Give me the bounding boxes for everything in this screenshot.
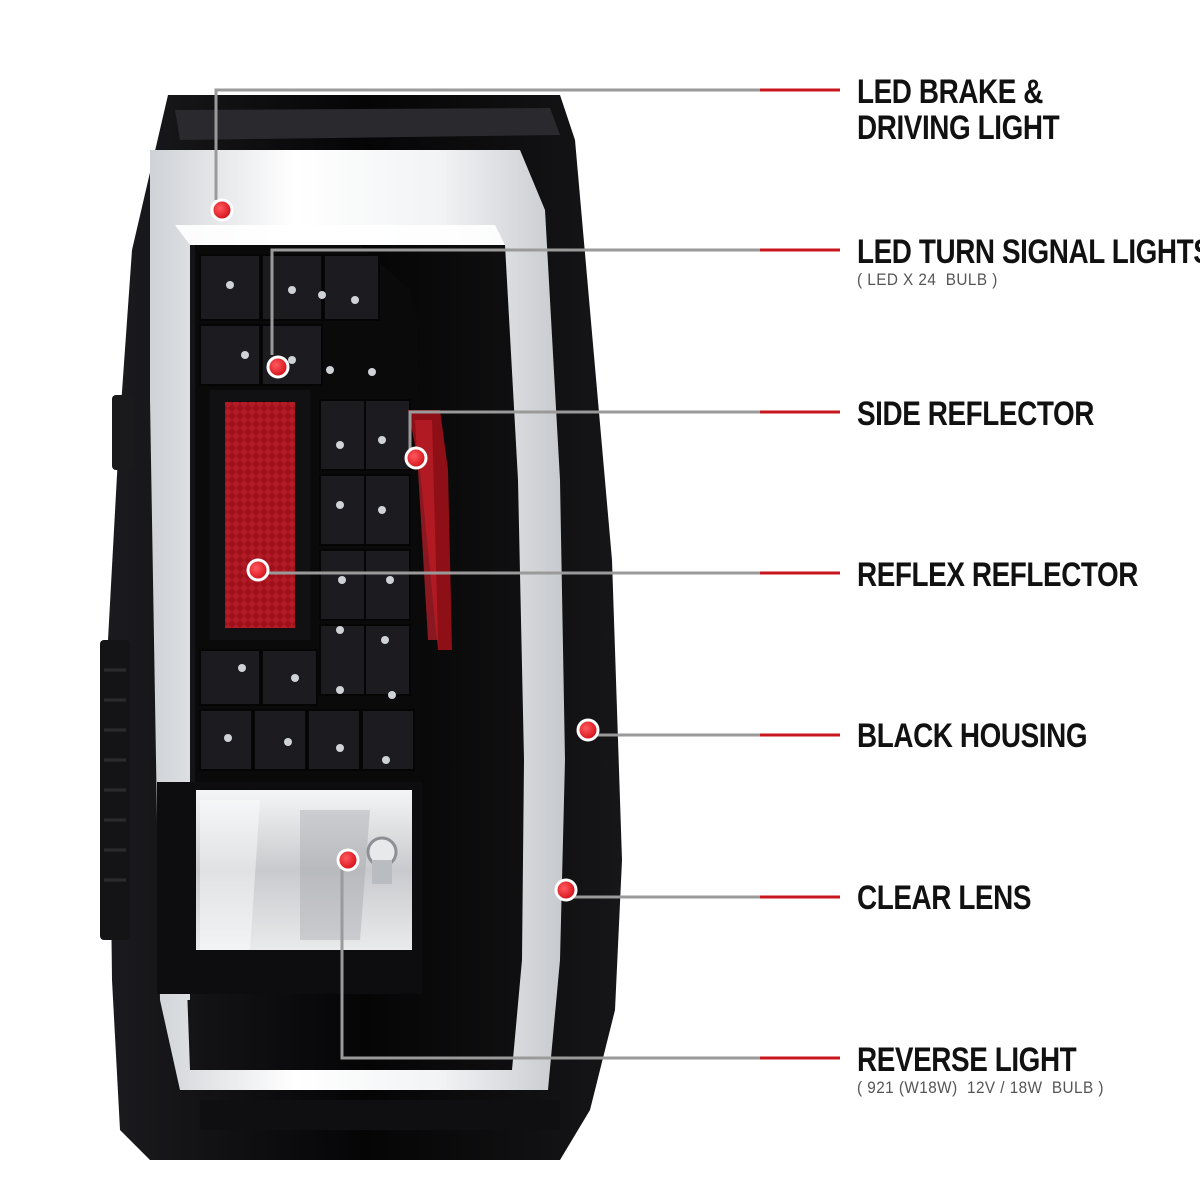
red-dot-marker-icon [404, 446, 428, 470]
red-dot-markers [210, 198, 600, 902]
red-dot-marker-icon [246, 558, 270, 582]
red-dot-marker-icon [266, 355, 290, 379]
callout-title: DRIVING LIGHT [857, 109, 1060, 147]
callout-title: BLACK HOUSING [857, 717, 1088, 755]
red-dot-marker-icon [576, 718, 600, 742]
callout-side-reflector: SIDE REFLECTOR [857, 396, 1146, 432]
callout-title: CLEAR LENS [857, 879, 1032, 917]
callout-led-turn-signal-lights: LED TURN SIGNAL LIGHTS ( LED X 24 BULB ) [857, 234, 1200, 290]
reflex-reflector-shape [225, 402, 295, 628]
callout-black-housing: BLACK HOUSING [857, 718, 1138, 754]
leader-lines [214, 88, 840, 1060]
callout-title: SIDE REFLECTOR [857, 395, 1094, 433]
callout-reflex-reflector: REFLEX REFLECTOR [857, 557, 1200, 593]
callout-reverse-light: REVERSE LIGHT ( 921 (W18W) 12V / 18W BUL… [857, 1042, 1131, 1098]
callout-title: LED TURN SIGNAL LIGHTS [857, 233, 1200, 271]
callout-led-brake-driving-light: LED BRAKE & DRIVING LIGHT [857, 74, 1104, 146]
led-cell-grid [199, 254, 415, 771]
led-bulbs [224, 281, 396, 764]
red-dot-marker-icon [336, 848, 360, 872]
callout-clear-lens: CLEAR LENS [857, 880, 1069, 916]
callout-title: LED BRAKE & [857, 73, 1044, 111]
callout-subtitle: ( LED X 24 BULB ) [857, 270, 998, 289]
red-dot-marker-icon [210, 198, 234, 222]
callout-subtitle: ( 921 (W18W) 12V / 18W BULB ) [857, 1078, 1104, 1097]
housing-mount-tab [112, 395, 134, 470]
callout-title: REFLEX REFLECTOR [857, 556, 1139, 594]
callout-title: REVERSE LIGHT [857, 1041, 1077, 1079]
red-dot-marker-icon [554, 878, 578, 902]
